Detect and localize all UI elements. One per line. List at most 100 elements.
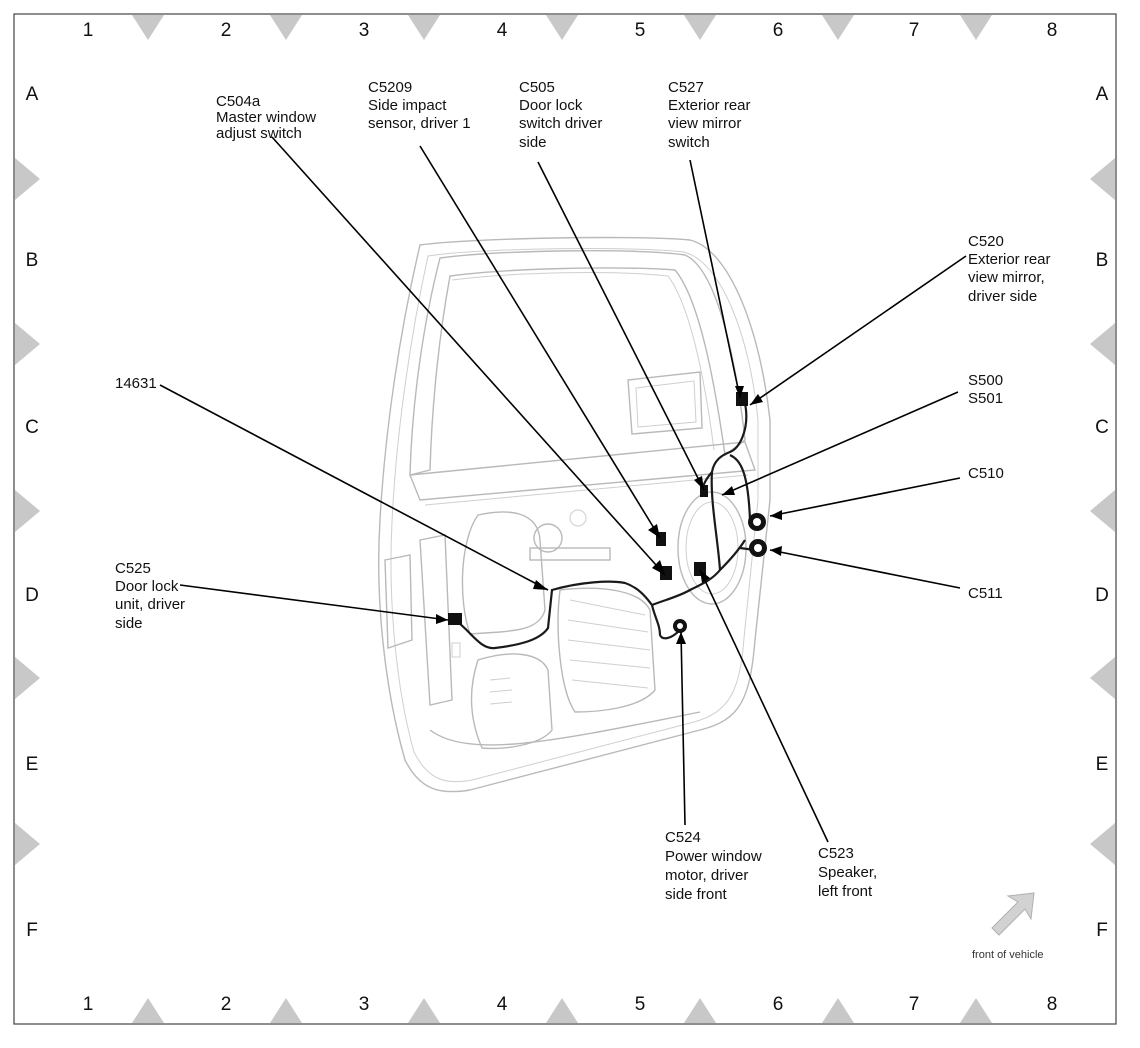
- column-label: 6: [773, 994, 784, 1015]
- column-label: 8: [1047, 994, 1058, 1015]
- leader-c527: [689, 159, 741, 399]
- callout-id: C511: [968, 585, 1003, 602]
- callout-text: Door lock: [115, 578, 179, 595]
- leader-c505: [537, 161, 705, 491]
- callout-id: S501: [968, 390, 1003, 407]
- callout-text: motor, driver: [665, 867, 748, 884]
- arrow-up-right-icon: [991, 892, 1035, 936]
- right-zone-markers: [1090, 158, 1115, 865]
- column-label: 6: [773, 20, 784, 41]
- callout-id: C5209: [368, 79, 412, 96]
- row-label: E: [1096, 754, 1109, 775]
- row-label: D: [25, 585, 39, 606]
- callout-c510: C510: [968, 465, 1004, 482]
- column-label: 2: [221, 20, 232, 41]
- callout-id: C524: [665, 829, 701, 846]
- callout-id: C504a: [216, 93, 261, 110]
- diagram-frame: [13, 13, 1117, 1025]
- leader-lines: [159, 136, 967, 843]
- callout-id: C527: [668, 79, 704, 96]
- column-labels-bottom: 1 2 3 4 5 6 7 8: [83, 994, 1058, 1015]
- column-label: 3: [359, 994, 370, 1015]
- callout-text: side front: [665, 886, 728, 903]
- leader-c524: [680, 631, 686, 826]
- column-label: 5: [635, 20, 646, 41]
- row-label: B: [1096, 250, 1109, 271]
- row-label: F: [26, 920, 38, 941]
- callout-id: C523: [818, 845, 854, 862]
- leader-c523: [699, 569, 829, 843]
- callout-text: side: [519, 134, 547, 151]
- column-label: 4: [497, 994, 508, 1015]
- row-labels-right: A B C D E F: [1095, 84, 1109, 941]
- callout-s500: S500 S501: [968, 372, 1003, 407]
- column-label: 7: [909, 20, 920, 41]
- callout-id: C505: [519, 79, 555, 96]
- callout-c527: C527 Exterior rear view mirror switch: [668, 79, 751, 151]
- callout-text: view mirror: [668, 115, 741, 132]
- leader-c520: [749, 255, 967, 406]
- callout-text: switch: [668, 134, 710, 151]
- top-zone-markers: [132, 15, 992, 40]
- row-label: E: [26, 754, 39, 775]
- row-label: B: [26, 250, 39, 271]
- callout-id: 14631: [115, 375, 157, 392]
- callout-text: left front: [818, 883, 873, 900]
- callout-id: S500: [968, 372, 1003, 389]
- callout-text: Power window: [665, 848, 762, 865]
- row-label: D: [1095, 585, 1109, 606]
- callout-text: side: [115, 615, 143, 632]
- callout-text: sensor, driver 1: [368, 115, 471, 132]
- column-label: 5: [635, 994, 646, 1015]
- leader-c5209: [419, 145, 661, 539]
- row-label: C: [1095, 417, 1109, 438]
- callout-text: unit, driver: [115, 596, 185, 613]
- leader-c525: [179, 584, 449, 621]
- column-label: 8: [1047, 20, 1058, 41]
- callout-c504a: C504a Master window adjust switch: [216, 93, 316, 142]
- leader-c511: [769, 549, 961, 589]
- callout-text: switch driver: [519, 115, 602, 132]
- column-label: 3: [359, 20, 370, 41]
- leader-14631: [159, 384, 549, 591]
- row-labels-left: A B C D E F: [25, 84, 39, 941]
- column-label: 7: [909, 994, 920, 1015]
- callout-c520: C520 Exterior rear view mirror, driver s…: [968, 233, 1051, 305]
- wiring-harness: [448, 391, 767, 650]
- row-label: C: [25, 417, 39, 438]
- row-label: A: [26, 84, 39, 105]
- door-illustration: [378, 236, 771, 793]
- column-label: 1: [83, 20, 94, 41]
- callout-c5209: C5209 Side impact sensor, driver 1: [368, 79, 471, 132]
- column-label: 4: [497, 20, 508, 41]
- orientation-indicator: front of vehicle: [972, 892, 1044, 961]
- callout-c524: C524 Power window motor, driver side fro…: [665, 829, 762, 903]
- callout-text: Exterior rear: [668, 97, 751, 114]
- callout-text: Master window: [216, 109, 316, 126]
- leader-s500: [721, 391, 959, 496]
- callout-c505: C505 Door lock switch driver side: [519, 79, 602, 151]
- column-label: 1: [83, 994, 94, 1015]
- callout-14631: 14631: [115, 375, 157, 392]
- callout-c525: C525 Door lock unit, driver side: [115, 560, 185, 632]
- callout-c523: C523 Speaker, left front: [818, 845, 877, 900]
- leader-c504a: [271, 136, 666, 576]
- callout-text: Side impact: [368, 97, 447, 114]
- column-labels-top: 1 2 3 4 5 6 7 8: [83, 20, 1058, 41]
- leader-c510: [769, 477, 961, 517]
- callout-c511: C511: [968, 585, 1003, 602]
- callout-text: driver side: [968, 288, 1037, 305]
- row-label: F: [1096, 920, 1108, 941]
- callout-text: Speaker,: [818, 864, 877, 881]
- callout-text: view mirror,: [968, 269, 1045, 286]
- callout-text: adjust switch: [216, 125, 302, 142]
- callout-id: C510: [968, 465, 1004, 482]
- row-label: A: [1096, 84, 1109, 105]
- callout-text: Exterior rear: [968, 251, 1051, 268]
- bottom-zone-markers: [132, 998, 992, 1023]
- left-zone-markers: [15, 158, 40, 865]
- column-label: 2: [221, 994, 232, 1015]
- callout-id: C525: [115, 560, 151, 577]
